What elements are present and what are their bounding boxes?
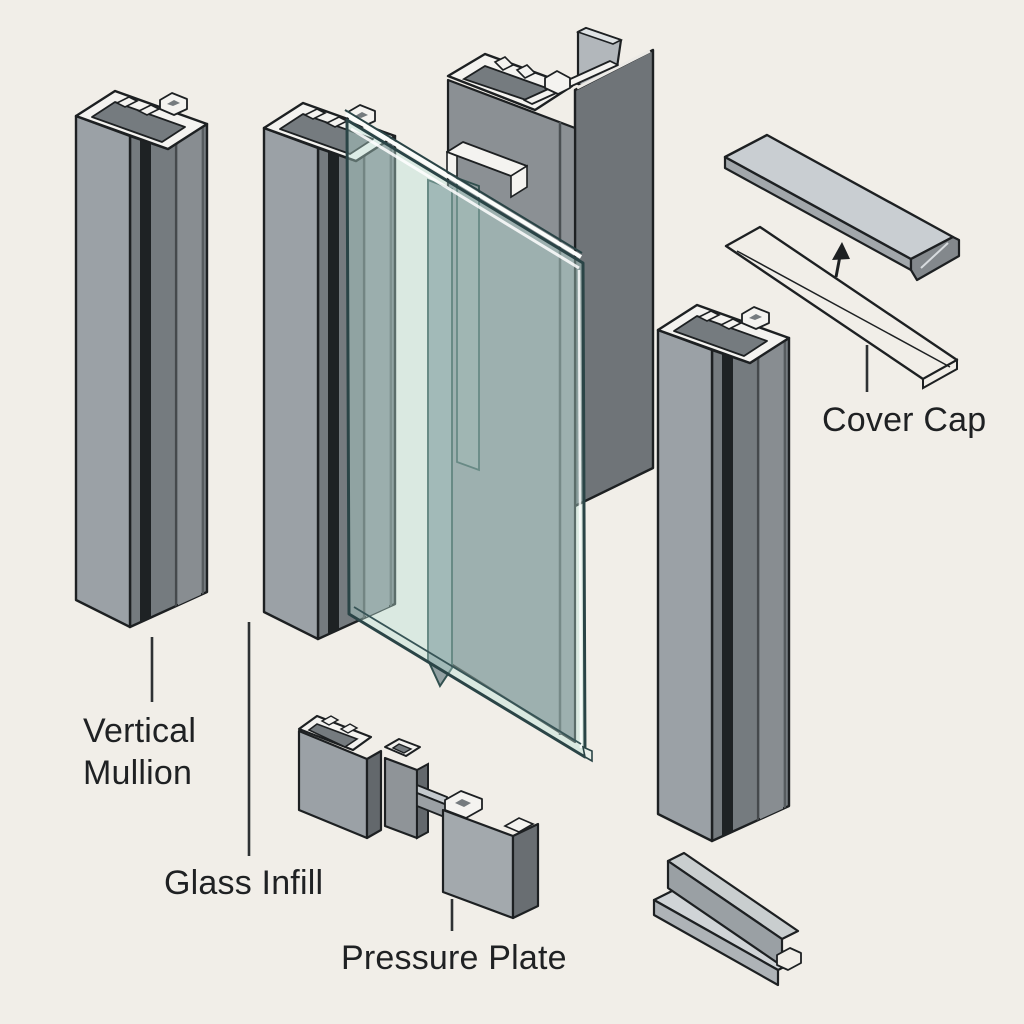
up-arrow-icon — [832, 242, 850, 278]
vertical-mullion-right — [658, 305, 789, 854]
setting-block — [652, 851, 802, 987]
pressure-plate-assembly — [297, 714, 540, 920]
label-cover-cap: Cover Cap — [822, 401, 987, 439]
gasket-bar — [724, 225, 959, 390]
cover-cap-plate — [723, 133, 961, 282]
vertical-mullion-left — [76, 91, 207, 640]
leader-lines — [150, 345, 869, 931]
label-vertical-mullion: Vertical Mullion — [83, 712, 197, 792]
main-mullion-right-face — [573, 48, 655, 508]
label-glass-infill: Glass Infill — [164, 864, 324, 902]
main-mullion-glazing-bracket — [427, 141, 528, 689]
main-mullion — [427, 26, 655, 744]
glass-panel — [344, 109, 593, 763]
label-pressure-plate: Pressure Plate — [341, 939, 567, 977]
